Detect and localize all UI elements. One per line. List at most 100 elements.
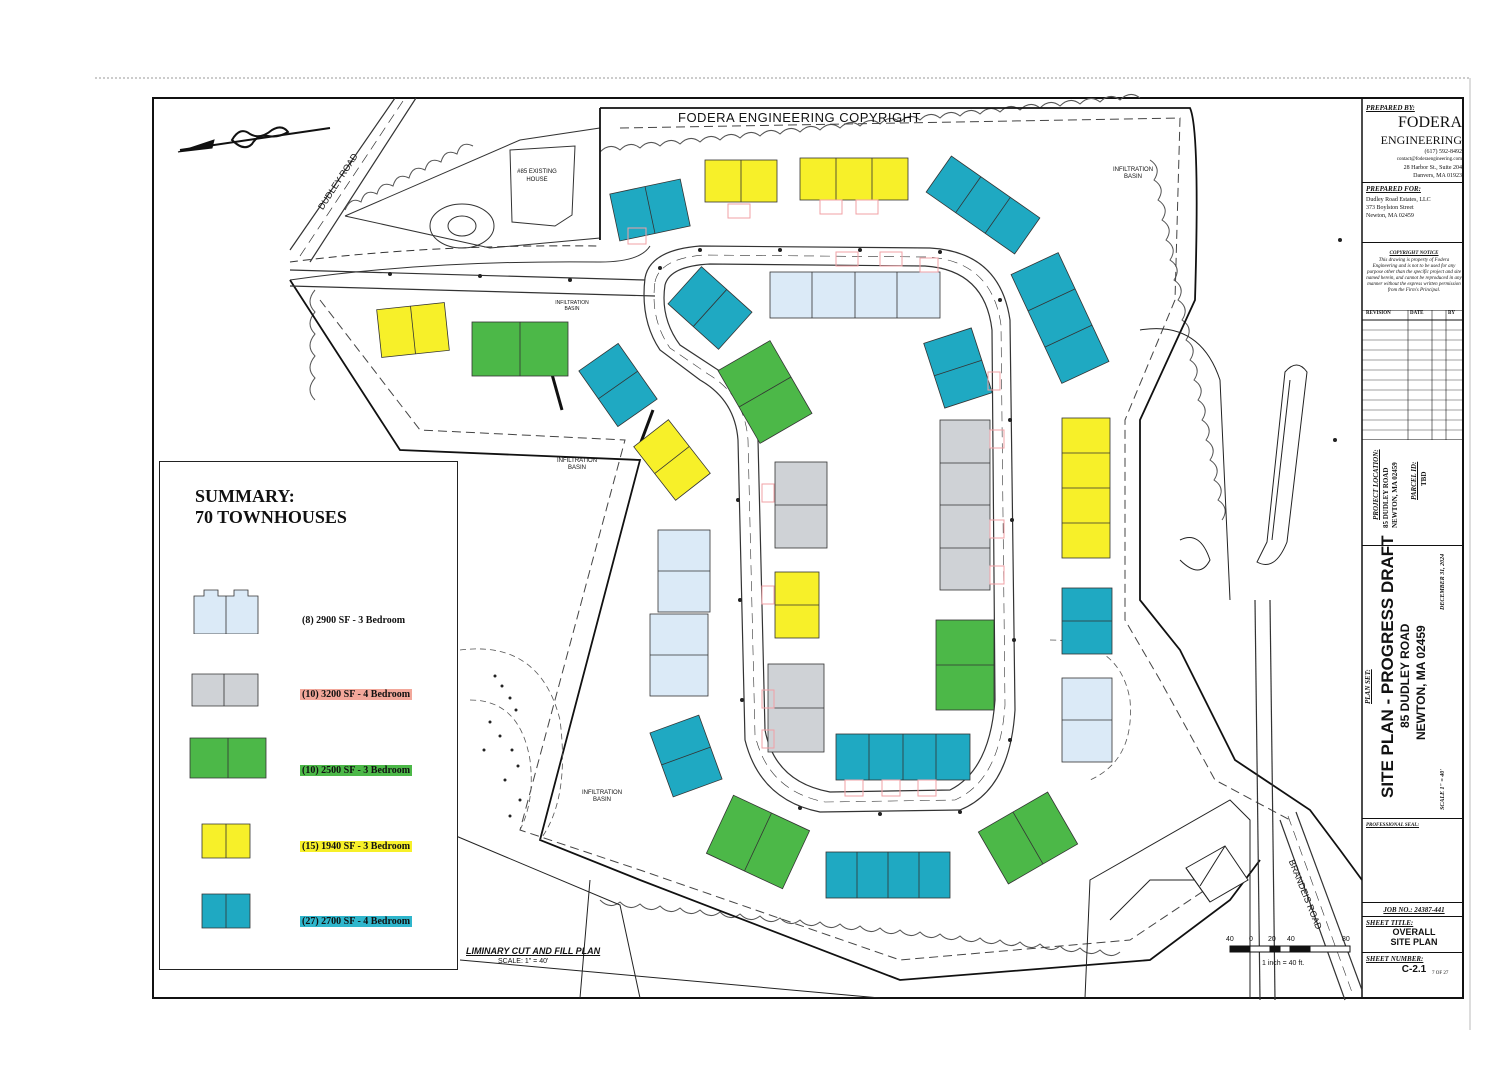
scale-tick: 40 <box>1226 936 1234 943</box>
legend-label-2500sf: (10) 2500 SF - 3 Bedroom <box>300 765 413 776</box>
scale-caption: 1 inch = 40 ft. <box>1262 960 1305 967</box>
legend-swatch-3200sf <box>191 673 259 707</box>
setback-line <box>319 117 1291 961</box>
date-col-label: DATE <box>1410 311 1424 316</box>
townhouse-light-blue <box>769 271 941 319</box>
townhouse-gray <box>774 461 828 549</box>
townhouse-green <box>935 619 995 711</box>
lot-lines <box>455 328 1308 999</box>
job-number: JOB NO.: 24387-441 <box>1383 906 1445 914</box>
plan-address-1: 85 DUDLEY ROAD <box>1398 623 1412 728</box>
loop-road <box>289 245 1016 813</box>
sheet-border <box>152 97 1464 999</box>
legend-panel: SUMMARY: 70 TOWNHOUSES (8) 2900 SF - 3 B… <box>159 461 458 970</box>
townhouse-light-blue <box>657 529 711 613</box>
prepared-by-label: PREPARED BY: <box>1366 104 1415 112</box>
project-location-2: NEWTON, MA 02459 <box>1391 462 1399 528</box>
prepared-for-label: PREPARED FOR: <box>1366 185 1421 193</box>
copyright-notice-title: COPYRIGHT NOTICE <box>1389 251 1439 256</box>
legend-swatch-2900sf <box>193 589 259 634</box>
townhouse-light-blue <box>649 613 709 697</box>
plan-set-label: PLAN SET: <box>1364 669 1372 704</box>
townhouse-green <box>717 340 813 444</box>
townhouse-teal <box>578 342 658 428</box>
client-line-1: Dudley Road Estates, LLC <box>1366 197 1431 203</box>
graphic-scale <box>1229 945 1351 953</box>
revision-col-label: REVISION <box>1366 311 1391 316</box>
copyright-banner: FODERA ENGINEERING COPYRIGHT <box>678 110 921 125</box>
legend-label-1940sf: (15) 1940 SF - 3 Bedroom <box>300 841 413 852</box>
professional-seal-label: PROFESSIONAL SEAL: <box>1366 823 1420 828</box>
townhouse-green <box>705 794 811 890</box>
townhouse-yellow <box>376 302 450 358</box>
townhouse-yellow <box>774 571 820 639</box>
legend-title-line2: 70 TOWNHOUSES <box>195 507 347 527</box>
site-dots <box>388 238 1342 816</box>
cut-fill-scale: SCALE: 1" = 40' <box>498 958 549 965</box>
legend-label-2700sf: (27) 2700 SF - 4 Bedroom <box>300 916 413 927</box>
brandeis-road <box>1254 599 1363 1001</box>
firm-name-1: FODERA <box>1397 114 1462 131</box>
townhouse-teal <box>825 851 951 899</box>
infiltration-basin-label: INFILTRATION BASIN <box>1112 167 1154 180</box>
sheet-of: 7 OF 27 <box>1432 971 1449 976</box>
townhouse-teal <box>609 178 691 242</box>
project-location-label: PROJECT LOCATION: <box>1372 449 1380 520</box>
project-location-1: 85 DUDLEY ROAD <box>1382 467 1390 528</box>
firm-address-2: Danvers, MA 01923 <box>1413 173 1462 179</box>
townhouse-teal <box>923 327 993 409</box>
townhouse-yellow <box>704 159 778 203</box>
townhouse-teal <box>1010 252 1110 384</box>
townhouse-green <box>471 321 569 377</box>
infiltration-basin-label: INFILTRATION BASIN <box>581 790 623 803</box>
plan-date: DECEMBER 31, 2024 <box>1440 553 1446 610</box>
legend-swatch-2500sf <box>189 737 267 779</box>
infiltration-basin-label: INFILTRATION BASIN <box>556 458 598 471</box>
legend-title: SUMMARY: 70 TOWNHOUSES <box>195 486 347 528</box>
legend-swatch-2700sf <box>201 893 251 929</box>
townhouse-teal <box>649 714 723 798</box>
existing-house-label: #85 EXISTING HOUSE <box>517 169 557 183</box>
townhouse-light-blue <box>1061 677 1113 763</box>
townhouse-gray <box>939 419 991 591</box>
cut-fill-plan-label: LIMINARY CUT AND FILL PLAN <box>466 946 601 956</box>
infiltration-basin-label: INFILTRATION BASIN <box>555 300 589 312</box>
existing-house-lot <box>289 127 651 281</box>
property-boundary <box>289 107 1363 981</box>
firm-phone: (617) 592-8492 <box>1424 149 1463 155</box>
client-line-3: Newton, MA 02459 <box>1366 213 1414 219</box>
townhouse-gray <box>767 663 825 753</box>
townhouse-units <box>376 155 1113 899</box>
scale-tick: 20 <box>1268 936 1276 943</box>
driveways <box>627 199 1005 797</box>
parcel-id-value: TBD <box>1420 471 1428 486</box>
firm-address-1: 28 Harbor St., Suite 204 <box>1403 165 1462 171</box>
firm-email: contact@foderaengineering.com <box>1396 157 1462 162</box>
legend-label-2900sf: (8) 2900 SF - 3 Bedroom <box>302 615 406 626</box>
contour-lines <box>459 639 1131 841</box>
north-arrow-icon <box>177 126 331 153</box>
sheet-title-label: SHEET TITLE: <box>1366 919 1414 927</box>
sheet-number-label: SHEET NUMBER: <box>1366 955 1424 963</box>
existing-structure <box>1185 845 1249 903</box>
plan-set-title: SITE PLAN - PROGRESS DRAFT <box>1378 535 1397 798</box>
scale-tick: 40 <box>1287 936 1295 943</box>
revision-table <box>1362 310 1463 440</box>
plan-scale: SCALE 1" = 40' <box>1440 769 1446 810</box>
townhouse-green <box>977 791 1079 885</box>
client-line-2: 373 Boylston Street <box>1366 205 1414 211</box>
sheet-title-1: OVERALL <box>1392 927 1436 937</box>
townhouse-yellow <box>799 157 909 201</box>
townhouse-teal <box>835 733 971 781</box>
townhouse-yellow <box>633 419 711 501</box>
sheet-number: C-2.1 <box>1401 964 1427 975</box>
dudley-road <box>289 97 417 263</box>
townhouse-teal <box>925 155 1041 255</box>
townhouse-teal <box>1061 587 1113 655</box>
scale-tick: 80 <box>1342 936 1350 943</box>
spot-elevations <box>482 674 522 818</box>
copyright-notice-text: This drawing is property of Fodera Engin… <box>1366 258 1462 293</box>
townhouse-yellow <box>1061 417 1111 559</box>
legend-title-line1: SUMMARY: <box>195 486 295 506</box>
